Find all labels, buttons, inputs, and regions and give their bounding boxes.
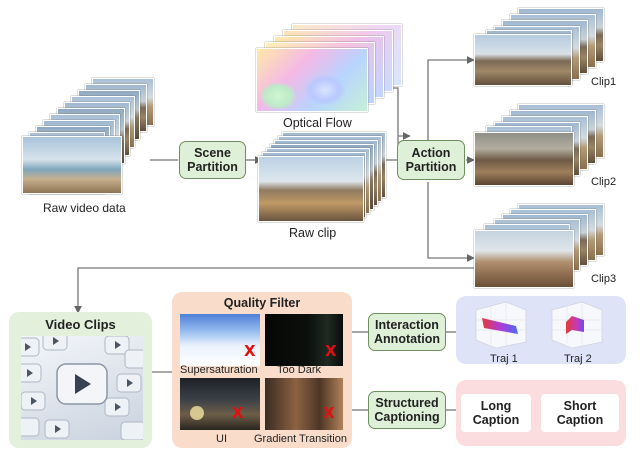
clip1-label: Clip1 — [591, 76, 617, 88]
interaction-annotation-box: Interaction Annotation — [368, 313, 446, 351]
scene-partition-box: Scene Partition — [179, 141, 246, 179]
traj1-plot — [475, 301, 527, 349]
raw-clip-label: Raw clip — [289, 226, 337, 240]
quality-filter-panel: Quality Filter X Supersaturation X Too D… — [172, 292, 352, 448]
optical-flow-stack — [256, 24, 406, 114]
ui-label: UI — [216, 433, 227, 445]
raw-clip-stack — [258, 132, 388, 224]
supersaturation-label: Supersaturation — [180, 364, 258, 376]
optical-flow-label: Optical Flow — [283, 116, 352, 130]
too-dark-label: Too Dark — [277, 364, 322, 376]
reject-mark: X — [244, 342, 256, 360]
gradient-transition-image: X — [265, 378, 343, 430]
raw-video-stack — [22, 78, 162, 198]
video-clips-panel: Video Clips — [9, 312, 152, 448]
clip3-stack — [474, 204, 634, 288]
reject-mark: X — [323, 404, 335, 422]
traj1-label: Traj 1 — [490, 353, 518, 365]
reject-mark: X — [232, 404, 244, 422]
gradient-transition-label: Gradient Transition — [254, 433, 347, 445]
trajectory-panel: Traj 1 Traj 2 — [456, 296, 626, 365]
action-partition-box: Action Partition — [397, 140, 465, 180]
quality-filter-title: Quality Filter — [223, 296, 301, 310]
clip2-stack — [474, 104, 634, 188]
supersaturation-image: X — [180, 314, 260, 366]
reject-mark: X — [325, 342, 337, 360]
too-dark-image: X — [265, 314, 343, 366]
clip2-label: Clip2 — [591, 176, 617, 188]
long-caption-box: Long Caption — [461, 394, 531, 432]
video-keys-image — [21, 336, 143, 440]
clip3-label: Clip3 — [591, 273, 617, 285]
traj2-label: Traj 2 — [564, 353, 592, 365]
ui-image: X — [180, 378, 260, 430]
clip1-stack — [474, 8, 634, 88]
short-caption-box: Short Caption — [541, 394, 619, 432]
traj2-plot — [551, 301, 603, 349]
caption-panel: Long Caption Short Caption — [456, 380, 626, 446]
raw-video-label: Raw video data — [43, 201, 126, 215]
structured-captioning-box: Structured Captioning — [368, 391, 446, 429]
video-clips-title: Video Clips — [45, 317, 116, 332]
